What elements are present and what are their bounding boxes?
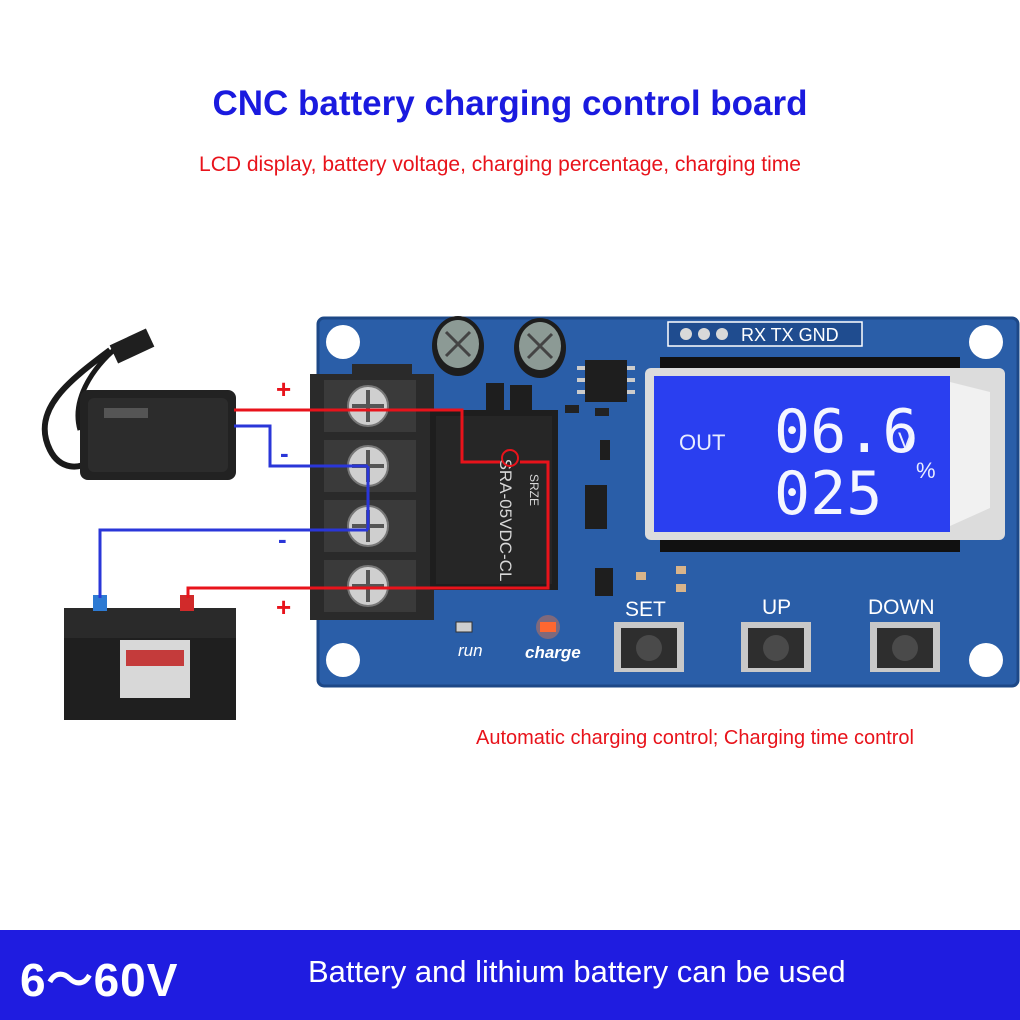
minus-top: - (280, 438, 289, 468)
page-title: CNC battery charging control board (212, 84, 808, 123)
screw-terminal (310, 364, 434, 620)
set-button-label: SET (625, 598, 666, 621)
lcd-module: OUT 06.6 V 025 % (645, 357, 1005, 552)
down-button-label: DOWN (868, 596, 935, 619)
relay: SRA-05VDC-CL SRZE (430, 410, 558, 590)
up-button[interactable] (741, 622, 811, 672)
lcd-voltage-unit: V (898, 428, 913, 453)
capacitors (432, 316, 566, 378)
led-run-label: run (458, 641, 483, 660)
set-button[interactable] (614, 622, 684, 672)
lcd-percentage-unit: % (916, 458, 936, 483)
page-subtitle: LCD display, battery voltage, charging p… (199, 153, 801, 176)
lcd-voltage: 06.6 (774, 397, 919, 467)
relay-brand: SRZE (527, 474, 541, 506)
lcd-mode: OUT (679, 430, 725, 455)
plus-top: + (276, 374, 291, 404)
power-adapter (41, 328, 236, 480)
down-button[interactable] (870, 622, 940, 672)
header-pins: RX TX GND (667, 321, 863, 347)
board-buttons: SET UP DOWN (614, 596, 940, 672)
polarity-labels: + - - + (276, 374, 291, 622)
wiring (98, 408, 550, 598)
usage-note: Battery and lithium battery can be used (308, 954, 846, 989)
led-charge-label: charge (525, 643, 581, 662)
battery (64, 595, 236, 720)
header-pins-label: RX TX GND (741, 325, 839, 345)
plus-bottom: + (276, 592, 291, 622)
feature-caption: Automatic charging control; Charging tim… (476, 727, 914, 749)
bottom-banner: 6～60V Battery and lithium battery can be… (0, 930, 1020, 1020)
ic-chip (486, 360, 686, 596)
voltage-range: 6～60V (20, 954, 179, 1006)
status-leds: run charge (455, 615, 581, 662)
lcd-percentage: 025 (774, 459, 882, 529)
minus-bottom: - (278, 524, 287, 554)
relay-label: SRA-05VDC-CL (496, 459, 515, 582)
up-button-label: UP (762, 596, 791, 619)
